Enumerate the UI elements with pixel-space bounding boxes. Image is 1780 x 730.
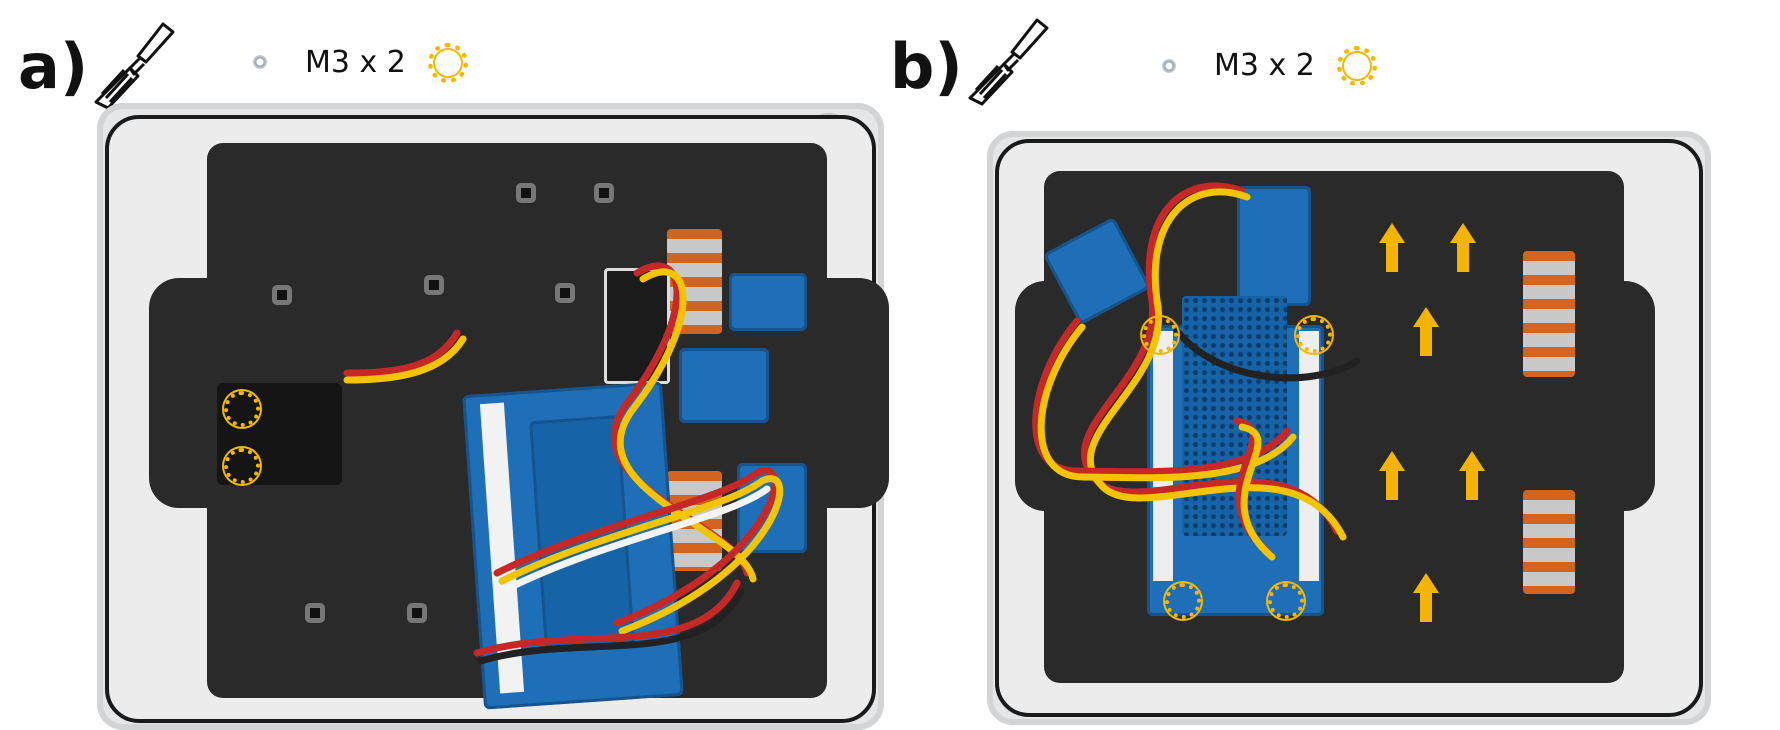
relay-module — [604, 268, 670, 384]
screwdriver-icon — [968, 18, 1049, 106]
mkr-proto-shield — [1182, 296, 1287, 536]
yellow-ring-icon — [1337, 46, 1377, 86]
step-b-label: b) — [890, 30, 963, 103]
part-quantity-a: M3 x 2 — [305, 45, 406, 80]
wago-connector — [667, 471, 722, 571]
grove-module — [737, 463, 807, 553]
grove-header-row — [1153, 331, 1173, 581]
wago-connector — [667, 229, 722, 334]
enclosure-photo-b — [987, 131, 1711, 730]
screwdriver-icon — [94, 22, 175, 110]
standoff — [407, 603, 427, 623]
nut-icon — [253, 55, 267, 69]
standoff — [594, 183, 614, 203]
standoff — [555, 283, 575, 303]
grove-module — [679, 348, 769, 423]
wago-connector — [1523, 251, 1575, 377]
screw-marker — [224, 448, 260, 484]
screw-marker — [224, 391, 260, 427]
screw-marker — [1165, 583, 1201, 619]
step-a-label: a) — [18, 30, 89, 103]
screw-marker — [1296, 317, 1332, 353]
wago-connector — [1523, 490, 1575, 594]
relay-module — [1237, 186, 1311, 306]
standoff — [424, 275, 444, 295]
grove-module — [729, 273, 807, 331]
standoff — [272, 285, 292, 305]
enclosure-photo-a — [97, 103, 889, 730]
mkr-board — [529, 415, 635, 651]
yellow-ring-icon — [428, 43, 468, 83]
standoff — [516, 183, 536, 203]
screw-marker — [1268, 583, 1304, 619]
standoff — [305, 603, 325, 623]
part-quantity-b: M3 x 2 — [1214, 48, 1315, 83]
screw-marker — [1142, 317, 1178, 353]
grove-header-row — [1299, 331, 1319, 581]
nut-icon — [1162, 59, 1176, 73]
